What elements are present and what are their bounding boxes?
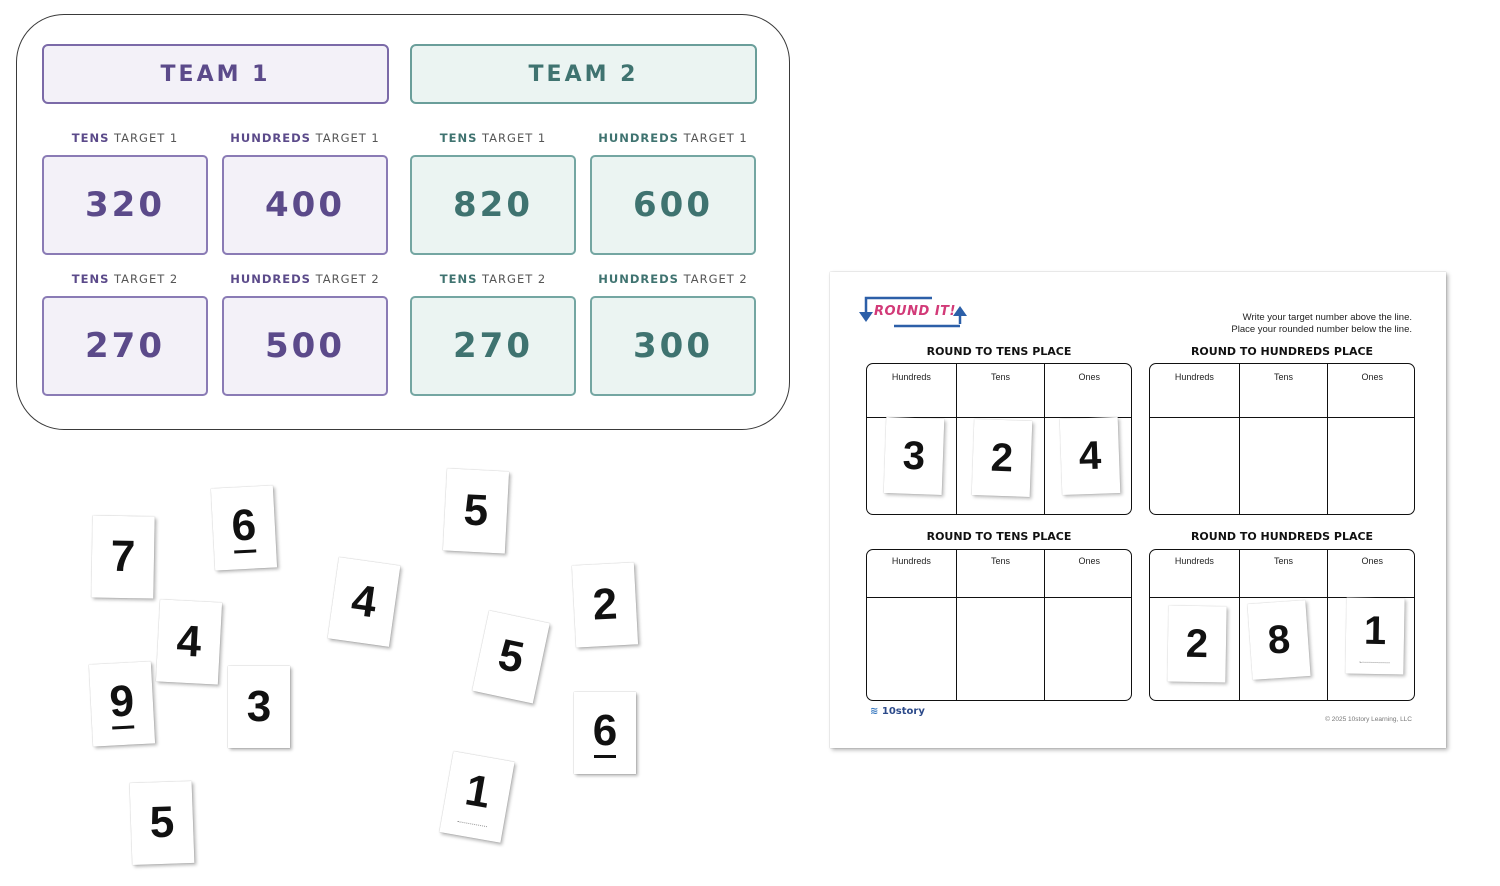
column-header: Ones: [1328, 550, 1414, 598]
number-card[interactable]: 3: [228, 666, 290, 748]
number-card[interactable]: 5: [442, 468, 510, 554]
team-2-tens-target-1[interactable]: 820: [410, 155, 576, 255]
team-1-tens-target-2[interactable]: 270: [42, 296, 208, 396]
target-label: TENS TARGET 2: [71, 272, 179, 286]
placed-card[interactable]: 3: [883, 417, 945, 495]
column-header: Tens: [1239, 364, 1328, 418]
column-header: Hundreds: [1150, 550, 1239, 598]
number-card[interactable]: 2: [571, 562, 639, 648]
column-header: Hundreds: [867, 364, 956, 418]
target-label: HUNDREDS TARGET 2: [598, 272, 748, 286]
team-1-header[interactable]: TEAM 1: [42, 44, 389, 104]
place-value-chart[interactable]: Hundreds Tens Ones 2 8 1: [1149, 549, 1415, 701]
column-header: Tens: [1239, 550, 1328, 598]
worksheet: ROUND IT! Write your target number above…: [830, 272, 1446, 748]
placed-card[interactable]: 8: [1247, 600, 1311, 680]
chart-title: ROUND TO TENS PLACE: [926, 530, 1072, 543]
brand-logo: ≋ 10story: [870, 706, 925, 717]
chart-title: ROUND TO HUNDREDS PLACE: [1190, 345, 1374, 358]
target-label: TENS TARGET 1: [71, 131, 179, 145]
team-board: TEAM 1 TEAM 2 TENS TARGET 1 HUNDREDS TAR…: [16, 14, 790, 430]
column-header: Hundreds: [867, 550, 956, 598]
logo-title: ROUND IT!: [874, 304, 956, 319]
team-1-hundreds-target-1[interactable]: 400: [222, 155, 388, 255]
place-value-chart[interactable]: Hundreds Tens Ones 3 2 4: [866, 363, 1132, 515]
target-label: HUNDREDS TARGET 1: [598, 131, 748, 145]
number-card[interactable]: 1: [439, 751, 515, 843]
chart-title: ROUND TO TENS PLACE: [926, 345, 1072, 358]
round-it-logo: ROUND IT!: [858, 294, 970, 330]
team-2-hundreds-target-2[interactable]: 300: [590, 296, 756, 396]
instructions: Write your target number above the line.…: [1231, 312, 1412, 335]
column-header: Tens: [956, 550, 1045, 598]
copyright: © 2025 10story Learning, LLC: [1325, 716, 1412, 723]
number-card[interactable]: 7: [91, 515, 155, 599]
column-header: Hundreds: [1150, 364, 1239, 418]
placed-card[interactable]: 1: [1345, 597, 1405, 675]
place-value-chart[interactable]: Hundreds Tens Ones: [1149, 363, 1415, 515]
number-card[interactable]: 9: [88, 661, 156, 747]
place-value-chart[interactable]: Hundreds Tens Ones: [866, 549, 1132, 701]
placed-card[interactable]: 2: [971, 419, 1033, 497]
team-2-hundreds-target-1[interactable]: 600: [590, 155, 756, 255]
number-card[interactable]: 4: [155, 599, 223, 685]
column-header: Tens: [956, 364, 1045, 418]
team-1-hundreds-target-2[interactable]: 500: [222, 296, 388, 396]
target-label: TENS TARGET 1: [439, 131, 547, 145]
number-card[interactable]: 5: [129, 780, 195, 866]
column-header: Ones: [1045, 550, 1131, 598]
target-label: HUNDREDS TARGET 1: [230, 131, 380, 145]
target-label: HUNDREDS TARGET 2: [230, 272, 380, 286]
brand-swirl-icon: ≋: [870, 706, 879, 717]
number-card[interactable]: 6: [574, 692, 636, 774]
number-card[interactable]: 6: [210, 485, 278, 571]
number-card[interactable]: 5: [472, 610, 550, 704]
chart-title: ROUND TO HUNDREDS PLACE: [1190, 530, 1374, 543]
team-2-header[interactable]: TEAM 2: [410, 44, 757, 104]
column-header: Ones: [1328, 364, 1414, 418]
column-header: Ones: [1045, 364, 1131, 418]
team-1-tens-target-1[interactable]: 320: [42, 155, 208, 255]
round-it-arrows-icon: [859, 296, 967, 328]
team-2-tens-target-2[interactable]: 270: [410, 296, 576, 396]
number-card[interactable]: 4: [327, 557, 401, 647]
placed-card[interactable]: 4: [1059, 417, 1121, 495]
target-label: TENS TARGET 2: [439, 272, 547, 286]
placed-card[interactable]: 2: [1167, 605, 1227, 683]
